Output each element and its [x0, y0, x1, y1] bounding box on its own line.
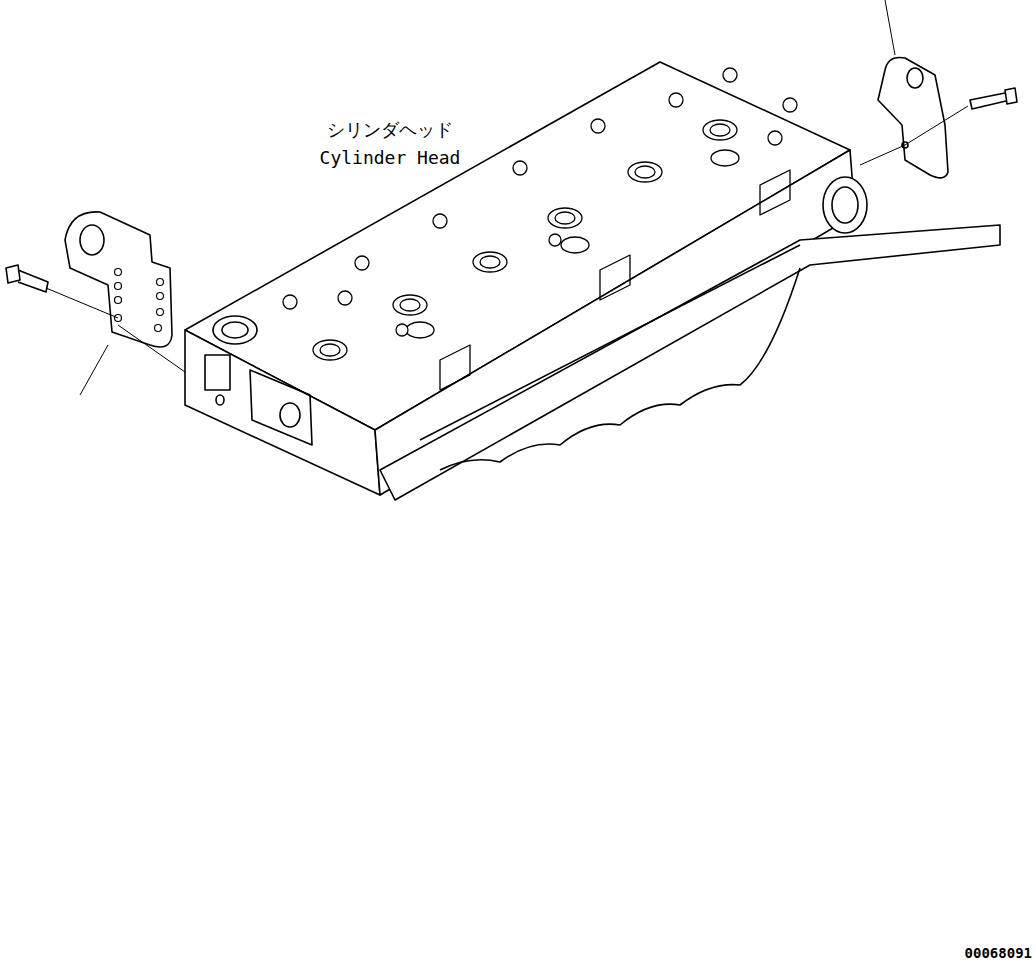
drawing-number: 00068091 — [965, 946, 1032, 961]
part-name: Cylinder Head — [320, 148, 461, 168]
part-name-jp: シリンダヘッド — [327, 120, 453, 140]
